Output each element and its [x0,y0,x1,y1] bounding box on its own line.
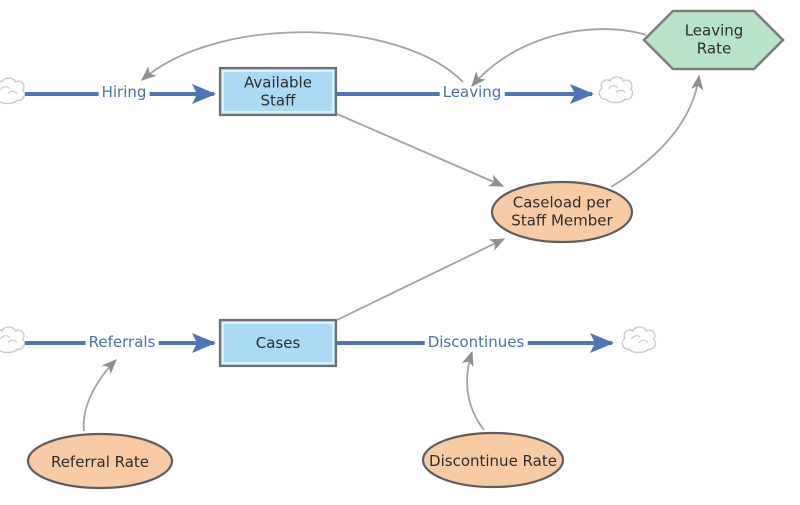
flow-label-hiring[interactable]: Hiring [98,82,150,102]
stock-cases-inner-line [222,322,334,364]
aux-label-referral-rate: Referral Rate [50,452,150,471]
aux-referral-rate[interactable] [26,432,174,490]
flow-label-leaving[interactable]: Leaving [439,82,505,102]
aux-discontinue-rate[interactable] [421,431,565,489]
aux-caseload-per-staff-member[interactable] [490,180,634,244]
cloud-sink-leaving[interactable] [598,76,634,104]
aux-label-discontinue-rate: Discontinue Rate [429,451,557,470]
stock-label-cases: Cases [255,333,301,352]
cloud-sink-discontinues[interactable] [621,326,657,354]
flow-label-discontinues[interactable]: Discontinues [424,332,528,352]
flow-label-referrals[interactable]: Referrals [85,332,159,352]
stock-label-available-staff: Available Staff [244,73,312,110]
cloud-source-referrals[interactable] [0,326,26,354]
stock-cases[interactable] [218,318,338,368]
cloud-source-hiring[interactable] [0,77,26,105]
aux-label-caseload-per-staff-member: Caseload per Staff Member [511,193,613,230]
converter-label-leaving-rate: Leaving Rate [684,21,744,58]
converter-leaving-rate[interactable] [642,9,785,71]
